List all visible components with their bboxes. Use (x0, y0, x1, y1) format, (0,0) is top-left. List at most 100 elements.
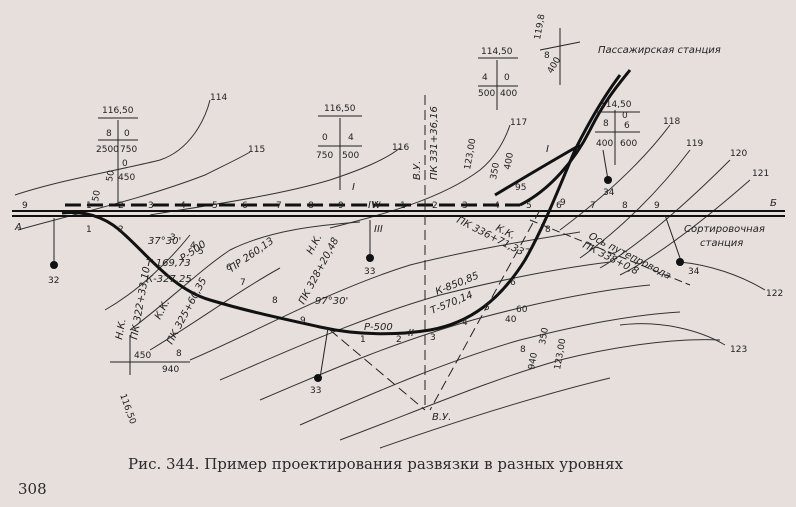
label-prof-8c: 8 (544, 51, 550, 61)
curve-picket-label: 4 (462, 318, 468, 328)
label-prof-600: 600 (620, 139, 637, 149)
label-k850: К-850,85 (434, 270, 480, 297)
label-sorting-station-1: Сортировочная (684, 224, 765, 235)
label-track-a: А (14, 222, 22, 233)
overpass-axis-line (529, 219, 691, 286)
main-picket-label: 2 (432, 201, 438, 211)
label-m34a: 34 (603, 188, 615, 198)
label-elev-116-50a: 116,50 (102, 106, 134, 116)
label-roman-1b: I (546, 144, 549, 155)
label-prof-400b: 400 (596, 139, 613, 149)
label-prof-940b: 940 (527, 352, 540, 371)
curve-picket-label: 9 (560, 198, 566, 208)
contour-118 (559, 124, 671, 231)
main-picket-label: 4 (180, 201, 186, 211)
label-c120: 120 (730, 149, 747, 159)
curve-picket-label: 3 (430, 333, 436, 343)
label-prof-60: 60 (516, 305, 528, 315)
curve-picket-label: 4 (190, 241, 196, 251)
main-picket-label: 9 (654, 201, 660, 211)
main-track (12, 210, 785, 217)
label-prof-0b: 0 (122, 159, 128, 169)
figure-caption: Рис. 344. Пример проектирования развязки… (128, 455, 624, 473)
label-c114: 114 (210, 93, 227, 103)
curve-picket-label: 1 (86, 225, 92, 235)
label-t169: Т-169,73 (146, 258, 191, 269)
contour-117 (329, 124, 511, 229)
label-vu-top: В.У. (412, 161, 423, 180)
label-prof-750b: 750 (316, 151, 333, 161)
label-kk-1: К.К. (153, 298, 172, 321)
main-picket-label: 6 (242, 201, 248, 211)
contour-a7 (129, 221, 361, 331)
label-m32: 32 (48, 276, 59, 286)
main-picket-label: 7 (590, 201, 596, 211)
label-prof-500a: 500 (342, 151, 359, 161)
label-k327: К-327,25 (146, 274, 192, 285)
survey-markers (50, 176, 684, 382)
profile-bars (98, 41, 640, 363)
curve-picket-label: 7 (240, 278, 246, 288)
label-prof-50a: 50 (91, 189, 103, 202)
curve-picket-label: 6 (510, 278, 516, 288)
diagonal-dashed-1 (429, 209, 541, 411)
label-c121: 121 (752, 169, 769, 179)
marker-33b (314, 374, 322, 382)
label-prof-8b: 8 (603, 119, 609, 129)
label-prof-8e: 8 (520, 345, 526, 355)
label-c123: 123 (730, 345, 747, 355)
curve-picket-label: 2 (118, 225, 124, 235)
label-roman-3: III (374, 224, 383, 235)
marker-32 (50, 261, 58, 269)
label-c115: 115 (248, 145, 265, 155)
label-prof-450b: 450 (134, 351, 151, 361)
contour-a1 (189, 231, 581, 361)
contour-119 (579, 149, 691, 259)
label-roman-1: I (352, 182, 355, 193)
contour-lines (14, 99, 766, 449)
curve-picket-label: 3 (170, 233, 176, 243)
stem-8 (319, 327, 329, 379)
main-picket-label: 1 (400, 201, 406, 211)
curve-picket-label: 6 (226, 263, 232, 273)
main-picket-label: 6 (556, 201, 562, 211)
contour-121 (619, 179, 751, 276)
main-picket-label: 4 (494, 201, 500, 211)
label-pk-325: ПК 325+60,35 (165, 276, 209, 346)
page-number: 308 (18, 480, 47, 498)
label-elev-114-50b: 114,50 (600, 100, 632, 110)
label-angle-2: 97°30' (315, 296, 348, 307)
contour-115 (17, 151, 251, 231)
profile-stems (53, 28, 681, 379)
label-c118: 118 (663, 117, 680, 127)
contour-a8 (149, 267, 281, 351)
label-nk-1: Н.К. (114, 318, 128, 341)
label-c117: 117 (510, 118, 527, 128)
contour-a4 (299, 311, 681, 426)
label-c119: 119 (686, 139, 703, 149)
label-m33b: 33 (310, 386, 321, 396)
curve-picket-label: 5 (484, 303, 490, 313)
label-elev-119-8: 119,8 (533, 13, 547, 40)
main-picket-label: 9 (338, 201, 344, 211)
label-prof-400d: 400 (503, 152, 516, 171)
main-picket-label: 1 (86, 201, 92, 211)
contour-114 (14, 99, 211, 196)
label-angle-1: 37°30' (148, 236, 181, 247)
label-elev-123-00b: 123,00 (553, 338, 568, 371)
contour-123 (619, 323, 726, 346)
main-picket-label: 3 (462, 201, 468, 211)
diagonal-dashed-2 (329, 329, 426, 411)
label-elev-116-50c: 116,50 (117, 393, 137, 426)
curve-picket-label: 7 (525, 248, 531, 258)
label-track-b: Б (770, 198, 777, 209)
marker-34a (604, 176, 612, 184)
label-r500-2: Р-500 (364, 322, 393, 333)
curve-picket-label: 2 (396, 335, 402, 345)
curve-picket-label: 9 (300, 316, 306, 326)
contour-120 (599, 159, 731, 269)
contour-a5 (339, 339, 721, 441)
contour-116 (149, 147, 401, 216)
label-prof-6: 6 (624, 121, 630, 131)
station-track-2 (519, 69, 632, 207)
